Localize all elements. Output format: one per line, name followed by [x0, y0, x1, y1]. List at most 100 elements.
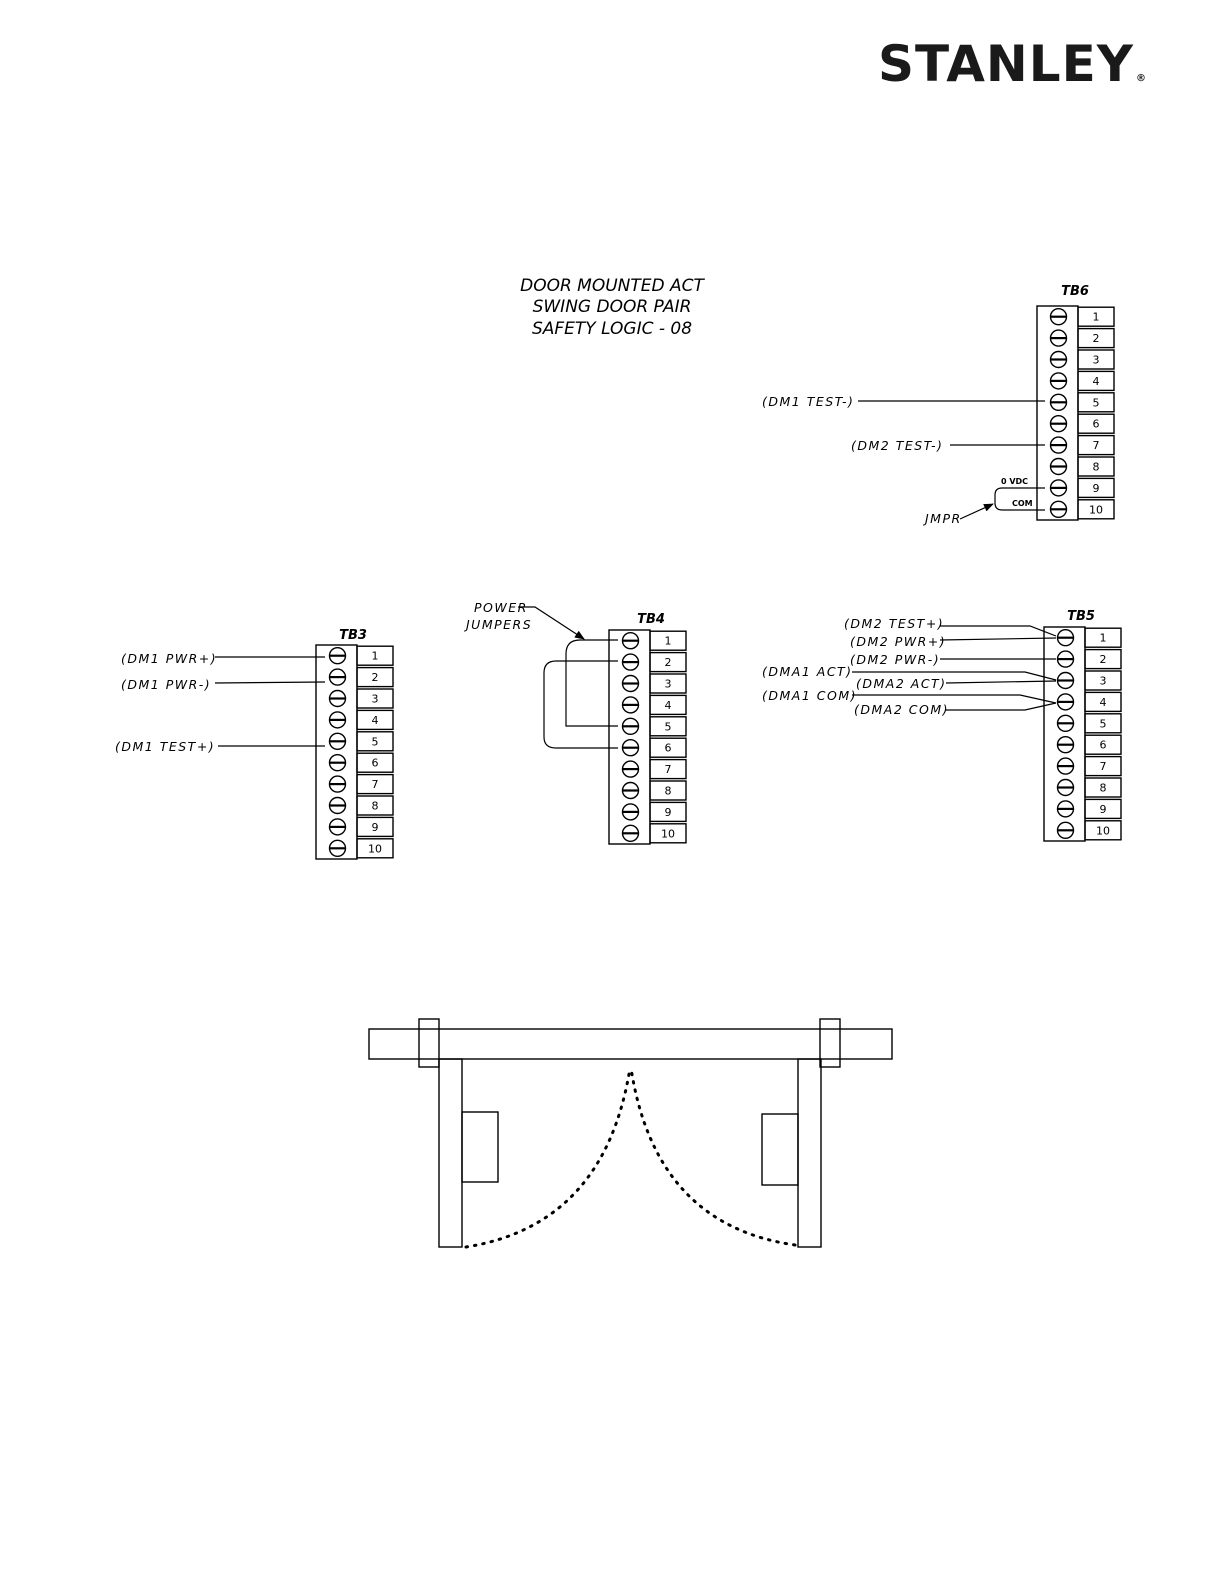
terminal-number-box	[649, 651, 687, 673]
left-door-leaf	[438, 1058, 463, 1248]
terminal-number-box	[356, 688, 394, 709]
tb5-terminal: 4	[1056, 691, 1122, 713]
tb3-title: TB3	[339, 628, 367, 643]
terminal-number: 7	[665, 763, 672, 776]
terminal-number: 4	[665, 699, 672, 712]
terminal-number-box	[649, 758, 687, 780]
tb3-terminal: 6	[328, 752, 394, 773]
terminal-number-box	[1084, 820, 1122, 841]
tb6-terminal: 4	[1049, 370, 1115, 392]
tb3-terminal: 3	[328, 688, 394, 709]
label-com: COM	[1012, 499, 1033, 508]
right-pivot-bracket	[819, 1018, 841, 1068]
wire-dm1-pwr-minus	[214, 681, 326, 684]
terminal-number: 1	[372, 650, 379, 663]
terminal-number-box	[1084, 627, 1122, 648]
terminal-number: 1	[1100, 632, 1107, 645]
terminal-number-box	[1084, 691, 1122, 713]
terminal-number-box	[649, 823, 687, 844]
terminal-number: 6	[1093, 418, 1100, 431]
terminal-number: 5	[1100, 717, 1107, 730]
tb6-terminal: 10	[1049, 499, 1115, 520]
terminal-number: 9	[1100, 803, 1107, 816]
terminal-number: 7	[1093, 439, 1100, 452]
tb4-terminal: 6	[621, 737, 687, 758]
terminal-number: 7	[1100, 760, 1107, 773]
terminal-number: 8	[1100, 782, 1107, 795]
tb4-terminal: 3	[621, 673, 687, 694]
terminal-number-box	[356, 645, 394, 666]
terminal-number-box	[1084, 734, 1122, 755]
terminal-number: 1	[1093, 311, 1100, 324]
terminal-number: 8	[665, 785, 672, 798]
tb5-body	[1043, 626, 1086, 842]
label-dm1-pwr-plus: (DM1 PWR+)	[121, 651, 217, 666]
tb5-terminal: 9	[1056, 798, 1122, 820]
tb3-body	[315, 644, 358, 860]
terminal-number: 6	[1100, 739, 1107, 752]
terminal-number: 9	[372, 821, 379, 834]
jmpr-arrow	[959, 503, 994, 520]
terminal-number-box	[649, 801, 687, 823]
tb3-terminal: 2	[328, 666, 394, 688]
tb6-terminal: 3	[1049, 349, 1115, 370]
title-line-2: SWING DOOR PAIR	[533, 297, 692, 317]
tb3-terminal: 9	[328, 816, 394, 838]
wire-dma2-com	[946, 702, 1057, 711]
label-jumpers: JUMPERS	[463, 617, 532, 632]
tb5-wiring: (DM2 TEST+) (DM2 PWR+) (DM2 PWR-) (DMA1 …	[762, 616, 1057, 717]
stanley-logo: STANLEY®	[878, 34, 1178, 94]
label-dm2-pwr-plus: (DM2 PWR+)	[850, 634, 946, 649]
tb4-terminal: 2	[621, 651, 687, 673]
terminal-number-box	[649, 673, 687, 694]
terminal-number-box	[649, 630, 687, 651]
tb5-terminal: 3	[1056, 670, 1122, 691]
tb6-body	[1036, 305, 1079, 521]
tb4-body	[608, 629, 651, 845]
terminal-number: 6	[372, 757, 379, 770]
terminal-number-box	[1077, 327, 1115, 349]
terminal-number-box	[1077, 370, 1115, 392]
tb6-terminal: 7	[1049, 434, 1115, 456]
terminal-number-box	[1077, 392, 1115, 413]
tb6-terminal: 5	[1049, 392, 1115, 413]
right-door-actuator	[761, 1113, 799, 1186]
tb5-title: TB5	[1067, 609, 1095, 624]
label-dm1-pwr-minus: (DM1 PWR-)	[121, 677, 211, 692]
terminal-number: 4	[372, 714, 379, 727]
terminal-number: 4	[1100, 696, 1107, 709]
tb4-terminal: 5	[621, 716, 687, 737]
tb5-terminal: 8	[1056, 777, 1122, 798]
tb4-terminal: 1	[621, 630, 687, 651]
terminal-number-box	[1077, 349, 1115, 370]
tb6-terminal: 8	[1049, 456, 1115, 477]
terminal-number-box	[649, 737, 687, 758]
terminal-number-box	[356, 816, 394, 838]
terminal-number: 10	[1096, 824, 1110, 837]
terminal-number: 3	[665, 678, 672, 691]
terminal-number-box	[1077, 434, 1115, 456]
tb5-terminal: 5	[1056, 713, 1122, 734]
tb6-terminal: 6	[1049, 413, 1115, 434]
left-door-actuator	[461, 1111, 499, 1183]
terminal-number: 3	[1100, 675, 1107, 688]
terminal-number: 8	[372, 800, 379, 813]
terminal-number-box	[1084, 648, 1122, 670]
tb3-terminal: 8	[328, 795, 394, 816]
label-dma1-com: (DMA1 COM)	[762, 688, 857, 703]
tb5-terminal: 10	[1056, 820, 1122, 841]
terminal-number: 8	[1093, 461, 1100, 474]
terminal-number: 5	[372, 735, 379, 748]
label-dm1-test-minus: (DM1 TEST-)	[762, 394, 854, 409]
tb3-wiring: (DM1 PWR+) (DM1 PWR-) (DM1 TEST+)	[115, 651, 326, 754]
terminal-number-box	[1077, 477, 1115, 499]
tb6-title: TB6	[1061, 284, 1089, 299]
tb5-terminal: 7	[1056, 755, 1122, 777]
terminal-number: 4	[1093, 375, 1100, 388]
tb5-terminal: 1	[1056, 627, 1122, 648]
power-jumpers-arrow	[518, 606, 585, 640]
terminal-number-box	[649, 716, 687, 737]
terminal-number: 2	[1100, 653, 1107, 666]
